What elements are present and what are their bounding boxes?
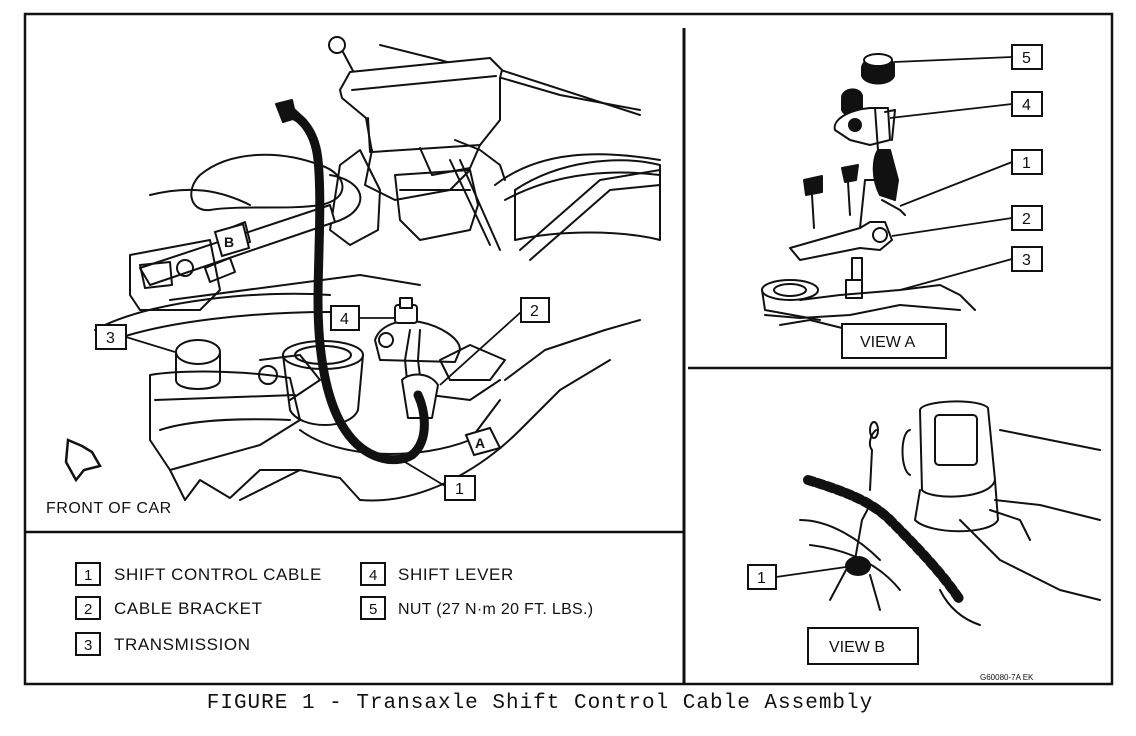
callout-5-viewa: 5 [893, 44, 1043, 70]
svg-text:1: 1 [455, 481, 464, 498]
svg-text:SHIFT LEVER: SHIFT LEVER [398, 565, 514, 584]
arrow-a-marker: A [464, 426, 502, 457]
svg-text:2: 2 [1022, 211, 1031, 228]
svg-text:2: 2 [530, 303, 539, 320]
arrow-a-label: A [475, 435, 485, 451]
figure-frame [23, 12, 1114, 686]
legend-item-3: 3 TRANSMISSION [75, 632, 251, 656]
legend: 1 SHIFT CONTROL CABLE 2 CABLE BRACKET 3 … [75, 562, 593, 656]
engine-bay-illustration [94, 36, 661, 502]
svg-text:5: 5 [369, 601, 377, 618]
callout-4-viewa: 4 [889, 91, 1043, 119]
view-a-label-box: VIEW A [841, 323, 947, 359]
svg-text:4: 4 [1022, 97, 1031, 114]
callout-3-viewa: 3 [899, 246, 1043, 291]
front-of-car-label: FRONT OF CAR [46, 500, 172, 517]
svg-text:1: 1 [1022, 155, 1031, 172]
callout-1-main: 1 [404, 461, 476, 501]
figure-caption: FIGURE 1 - Transaxle Shift Control Cable… [206, 692, 874, 715]
callout-1-viewa: 1 [899, 149, 1043, 207]
view-b-label-box: VIEW B [807, 627, 919, 665]
legend-item-5: 5 NUT (27 N·m 20 FT. LBS.) [360, 596, 593, 620]
svg-text:CABLE BRACKET: CABLE BRACKET [114, 599, 263, 618]
front-arrow-icon [64, 438, 102, 483]
legend-item-1: 1 SHIFT CONTROL CABLE [75, 562, 322, 586]
legend-item-2: 2 CABLE BRACKET [75, 596, 263, 620]
callout-2-main: 2 [439, 297, 550, 386]
view-b-illustration [799, 400, 1101, 626]
view-a-label: VIEW A [860, 334, 915, 351]
callout-3-main: 3 [95, 324, 176, 353]
svg-text:SHIFT CONTROL CABLE: SHIFT CONTROL CABLE [114, 565, 322, 584]
arrow-b-marker: B [213, 222, 251, 258]
svg-text:1: 1 [84, 567, 92, 584]
front-of-car-indicator: FRONT OF CAR [46, 438, 172, 517]
view-b-label: VIEW B [829, 639, 885, 656]
callout-2-viewa: 2 [891, 205, 1043, 237]
arrow-b-label: B [224, 234, 234, 250]
svg-text:TRANSMISSION: TRANSMISSION [114, 635, 251, 654]
svg-text:3: 3 [106, 330, 115, 347]
svg-text:4: 4 [369, 567, 377, 584]
legend-item-4: 4 SHIFT LEVER [360, 562, 514, 586]
callout-4-main: 4 [330, 305, 395, 331]
svg-text:1: 1 [757, 570, 766, 587]
svg-text:3: 3 [84, 637, 92, 654]
svg-text:NUT (27 N·m 20 FT. LBS.): NUT (27 N·m 20 FT. LBS.) [398, 601, 593, 618]
callout-1-viewb: 1 [747, 564, 847, 590]
svg-text:5: 5 [1022, 50, 1031, 67]
view-a-illustration [761, 53, 976, 331]
svg-text:4: 4 [340, 311, 349, 328]
reference-code: G60080-7A EK [980, 673, 1034, 682]
svg-text:2: 2 [84, 601, 92, 618]
svg-text:3: 3 [1022, 252, 1031, 269]
